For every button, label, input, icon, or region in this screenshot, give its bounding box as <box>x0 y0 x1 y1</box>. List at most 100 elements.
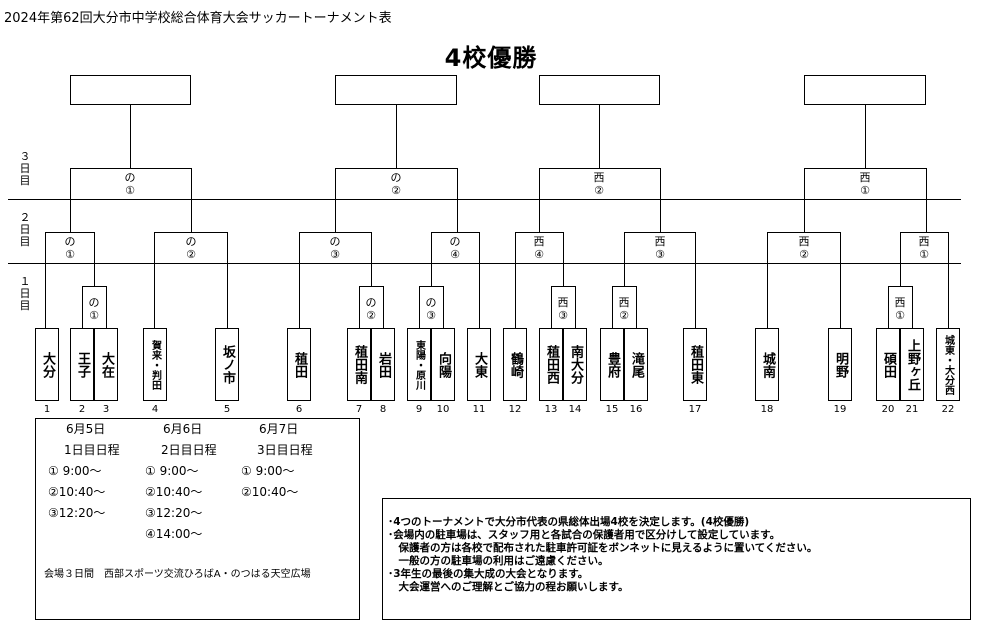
team-box: 大東 <box>467 328 491 401</box>
team-name: 碩田 <box>881 351 896 378</box>
schedule-heading: 2日目日程 <box>161 443 217 457</box>
team-box: 城東・大分西 <box>936 328 960 401</box>
match-label-part: の <box>124 171 136 184</box>
bracket-line <box>767 232 840 233</box>
bracket-line <box>551 286 552 328</box>
bracket-line <box>70 168 191 169</box>
bracket-line <box>840 232 841 328</box>
bracket-line <box>359 286 383 287</box>
team-number: 12 <box>508 404 522 415</box>
team-box: 稙田東 <box>683 328 707 401</box>
winner-box <box>539 75 660 105</box>
day-label-1: １日目 <box>19 275 31 312</box>
team-number: 13 <box>544 404 558 415</box>
match-label-part: の <box>185 235 197 248</box>
bracket-line <box>431 232 432 286</box>
bracket-line <box>865 105 866 168</box>
team-number: 15 <box>605 404 619 415</box>
bracket-line <box>888 286 889 328</box>
match-label-part: の <box>449 235 461 248</box>
bracket-line <box>612 286 636 287</box>
team-name: 南大分 <box>568 345 583 384</box>
team-box: 滝尾 <box>624 328 648 401</box>
bracket-line <box>82 286 106 287</box>
bracket-line <box>106 286 107 328</box>
team-number: 16 <box>629 404 643 415</box>
match-label-part: ③ <box>655 248 665 261</box>
team-name: 滝尾 <box>629 351 644 378</box>
team-box: 碩田 <box>876 328 900 401</box>
team-name: 上野ヶ丘 <box>905 338 920 391</box>
team-name: 大在 <box>99 351 114 378</box>
team-name: 明野 <box>833 351 848 378</box>
bracket-line <box>599 105 600 168</box>
team-box: 東陽・原川 <box>407 328 431 401</box>
bracket-line <box>515 232 516 328</box>
team-name: 稙田 <box>292 351 307 378</box>
team-name: 東陽・原川 <box>413 339 425 390</box>
bracket-line <box>335 168 336 232</box>
schedule-time: ④14:00～ <box>145 527 203 541</box>
bracket-line <box>227 232 228 328</box>
bracket-line <box>94 232 95 286</box>
match-label-part: ② <box>619 309 629 322</box>
bracket-line <box>804 168 926 169</box>
match-label-part: の <box>64 235 76 248</box>
match-label-part: ② <box>366 309 376 322</box>
team-number: 17 <box>688 404 702 415</box>
bracket-line <box>900 232 901 286</box>
schedule-date: 6月6日 <box>163 422 203 436</box>
bracket-line <box>479 232 480 328</box>
note-line: 大会運営へのご理解とご協力の程お願いします。 <box>388 581 629 593</box>
day-divider-line <box>8 263 961 264</box>
note-line: ･会場内の駐車場は、スタッフ用と各試合の保護者用で区分けして設定しています。 <box>388 529 781 541</box>
match-label-part: 西 <box>618 296 630 309</box>
match-label-part: ① <box>895 309 905 322</box>
schedule-time: ②10:40～ <box>145 485 203 499</box>
team-name: 豊府 <box>605 351 620 378</box>
bracket-line <box>767 232 768 328</box>
bracket-line <box>154 232 227 233</box>
team-name: 坂ノ市 <box>220 345 235 384</box>
team-number: 2 <box>78 404 86 415</box>
bracket-line <box>539 168 660 169</box>
team-box: 鶴崎 <box>503 328 527 401</box>
match-label-part: の <box>390 171 402 184</box>
team-number: 14 <box>568 404 582 415</box>
bracket-line <box>624 232 695 233</box>
schedule-heading: 3日目日程 <box>257 443 313 457</box>
bracket-line <box>371 232 372 286</box>
match-label-part: 西 <box>918 235 930 248</box>
team-name: 城南 <box>760 351 775 378</box>
team-box: 南大分 <box>563 328 587 401</box>
team-name: 賀来・判田 <box>149 339 161 390</box>
team-number: 6 <box>295 404 303 415</box>
bracket-line <box>45 232 94 233</box>
team-number: 4 <box>151 404 159 415</box>
note-line: ･3年生の最後の集大成の大会となります。 <box>388 568 589 580</box>
bracket-line <box>804 168 805 232</box>
match-label-part: ② <box>186 248 196 261</box>
team-name: 城東・大分西 <box>942 334 954 395</box>
team-box: 大分 <box>35 328 59 401</box>
bracket-line <box>82 286 83 328</box>
schedule-time: ②10:40～ <box>48 485 106 499</box>
match-label-part: 西 <box>654 235 666 248</box>
match-label-part: ④ <box>534 248 544 261</box>
match-label-part: ① <box>919 248 929 261</box>
match-label-part: ② <box>799 248 809 261</box>
winner-box <box>804 75 926 105</box>
team-name: 稙田西 <box>544 345 559 384</box>
bracket-line <box>396 105 397 168</box>
schedule-day-1: 6月5日 1日目日程 ① 9:00～ ②10:40～ ③12:20～ <box>48 419 120 524</box>
match-label-part: ① <box>89 309 99 322</box>
bracket-line <box>419 286 443 287</box>
